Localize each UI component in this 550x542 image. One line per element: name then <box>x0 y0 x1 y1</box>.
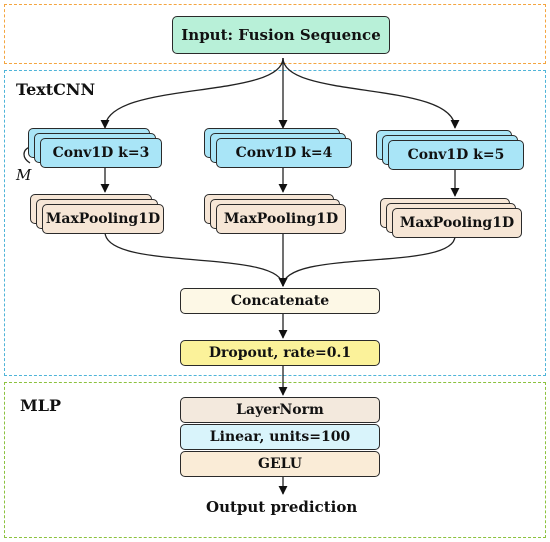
pool3-box: MaxPooling1D <box>42 204 164 234</box>
concatenate-box: Concatenate <box>180 288 380 314</box>
conv4-box: Conv1D k=4 <box>216 138 352 168</box>
conv3-box: Conv1D k=3 <box>40 138 162 168</box>
gelu-box: GELU <box>180 451 380 477</box>
arrow-input-to-conv3 <box>100 57 284 129</box>
arrow-input-to-conv5 <box>282 57 460 129</box>
arrow-pool5-to-concat <box>278 235 456 287</box>
mlp-region <box>4 382 546 538</box>
output-label: Output prediction <box>206 498 358 516</box>
pool5-box: MaxPooling1D <box>392 208 522 238</box>
m-label: M <box>16 166 32 184</box>
linear-box: Linear, units=100 <box>180 424 380 450</box>
dropout-box: Dropout, rate=0.1 <box>180 340 380 366</box>
conv5-box: Conv1D k=5 <box>388 140 524 170</box>
input-box: Input: Fusion Sequence <box>172 16 390 54</box>
arrow-pool3-to-concat <box>104 231 288 287</box>
textcnn-label: TextCNN <box>16 80 96 99</box>
layernorm-box: LayerNorm <box>180 397 380 423</box>
mlp-label: MLP <box>20 396 61 415</box>
pool4-box: MaxPooling1D <box>216 204 346 234</box>
input-region <box>4 4 546 64</box>
